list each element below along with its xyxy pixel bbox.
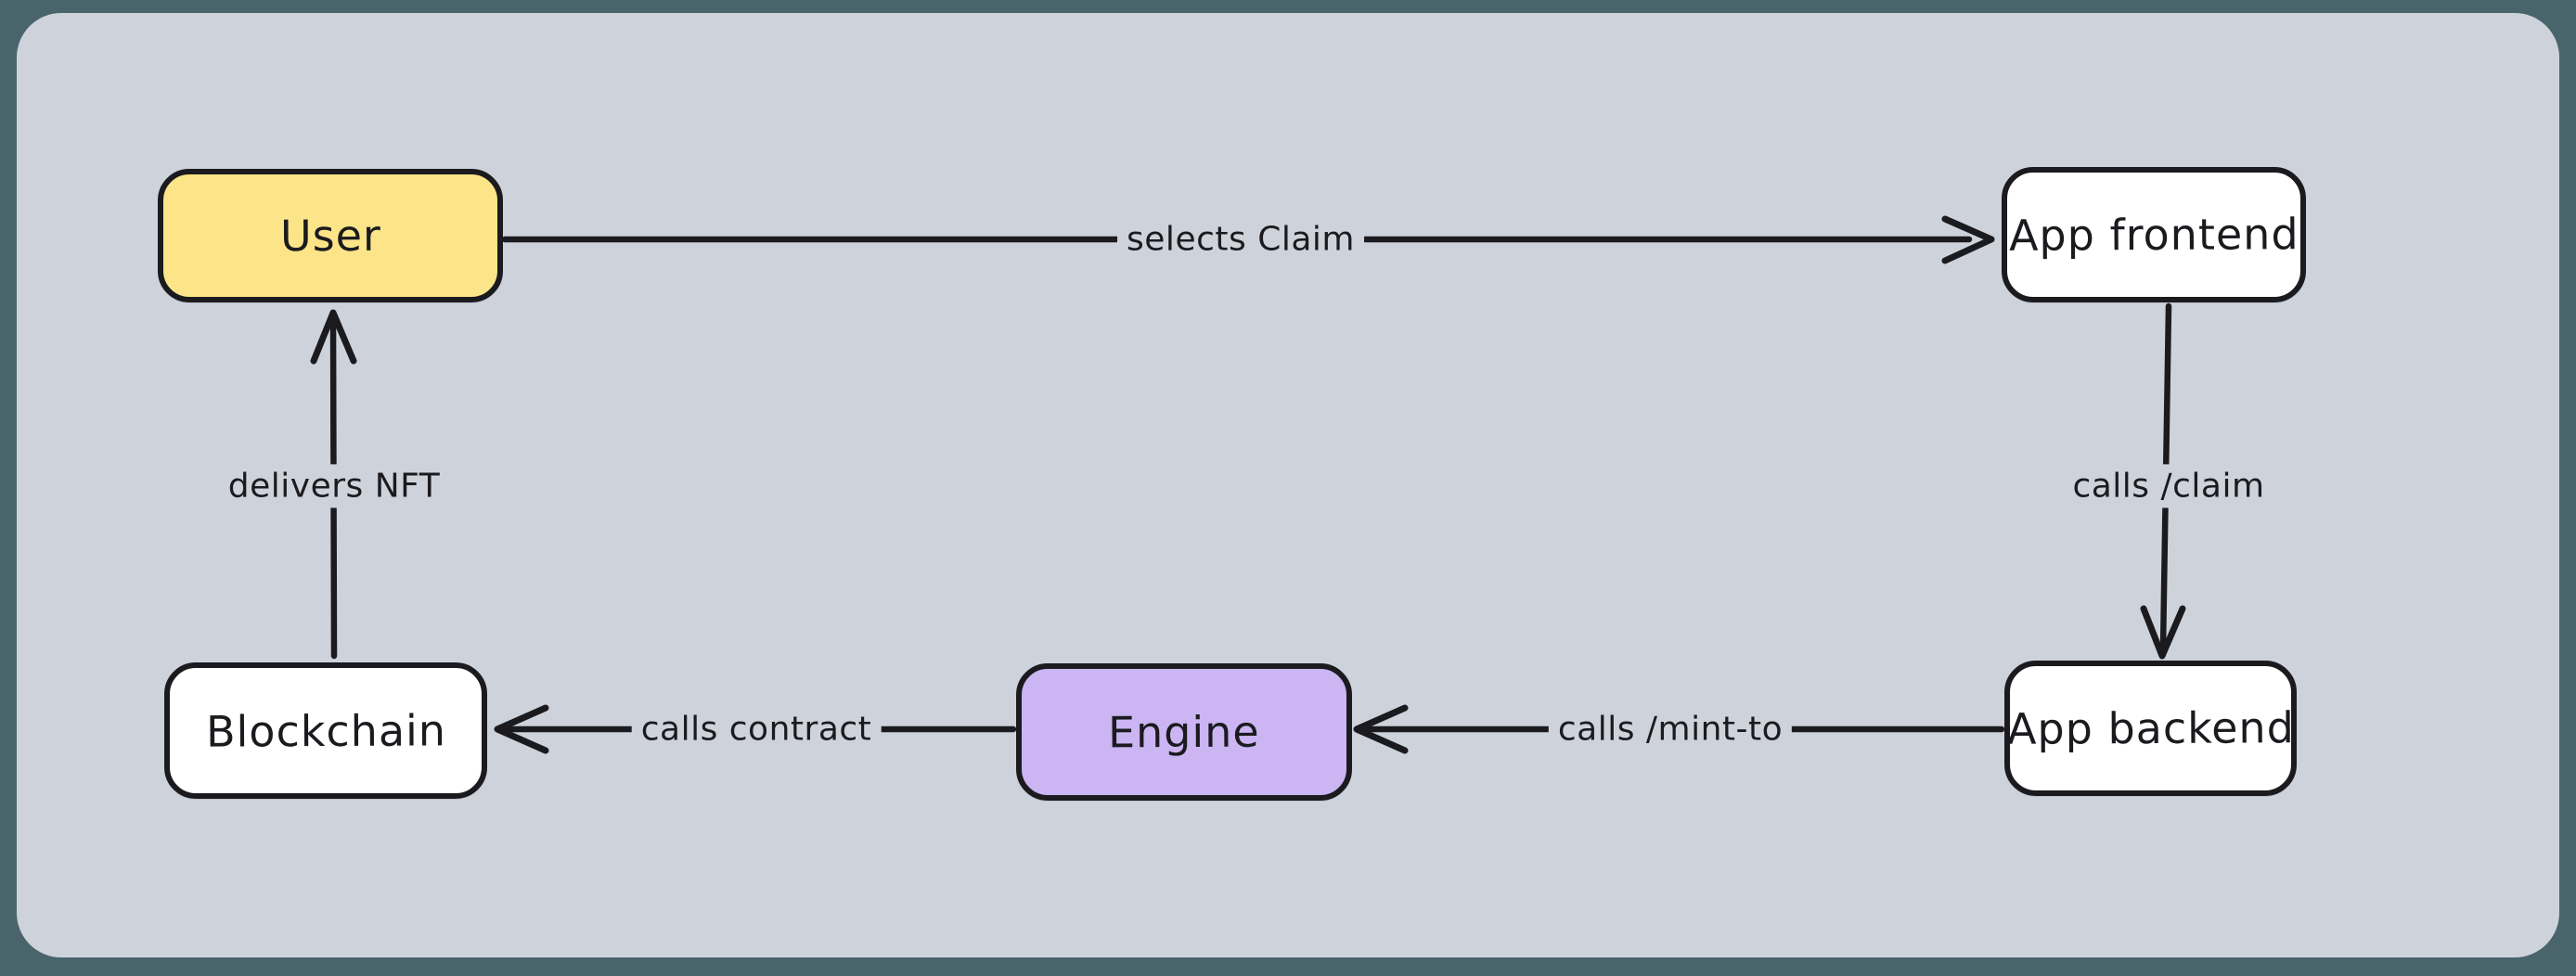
arrow-head-right-icon [1941, 215, 1995, 264]
node-blockchain[interactable]: Blockchain [164, 662, 487, 799]
node-blockchain-label: Blockchain [205, 704, 446, 757]
edge-label-selects-claim: selects Claim [1117, 217, 1364, 262]
arrow-head-down-icon [2140, 605, 2186, 660]
edge-label-delivers-nft: delivers NFT [218, 464, 450, 508]
arrow-head-up-icon [310, 309, 357, 365]
node-app-frontend-label: App frontend [2008, 209, 2299, 261]
node-app-frontend[interactable]: App frontend [2002, 167, 2306, 302]
node-app-backend[interactable]: App backend [2004, 661, 2297, 796]
node-engine-label: Engine [1108, 706, 1260, 758]
edge-label-calls-mint-to: calls /mint-to [1548, 707, 1793, 751]
node-user[interactable]: User [158, 169, 503, 302]
node-user-label: User [279, 210, 381, 262]
arrow-head-left-icon [1353, 704, 1409, 754]
arrow-head-left-icon [494, 704, 549, 754]
node-app-backend-label: App backend [2006, 702, 2295, 754]
node-engine[interactable]: Engine [1016, 663, 1352, 801]
edge-label-calls-contract: calls contract [631, 707, 882, 751]
edge-label-calls-claim: calls /claim [2063, 464, 2274, 508]
